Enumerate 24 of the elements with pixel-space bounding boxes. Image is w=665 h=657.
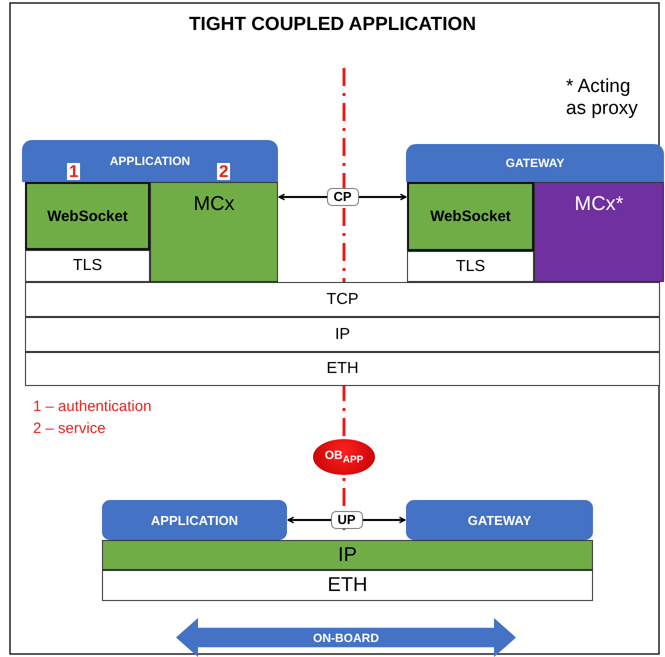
edge-label: CP <box>326 188 359 206</box>
ellipse-marker: OB$_{APP}$ <box>313 439 375 475</box>
layer-box: IP <box>25 317 660 352</box>
callout-number: 1 <box>67 163 80 180</box>
header-band: GATEWAY <box>406 144 664 182</box>
callout-number: 2 <box>217 163 230 180</box>
layer-box: ETH <box>25 352 660 386</box>
layer-box: ETH <box>102 570 593 601</box>
layer-box: MCx <box>150 182 278 282</box>
layer-box: IP <box>102 540 593 570</box>
layer-box: TLS <box>407 251 534 282</box>
layer-box: WebSocket <box>407 182 534 251</box>
legend-note: 1 – authentication <box>33 398 152 415</box>
layer-box: TLS <box>25 250 150 282</box>
edge-label: UP <box>330 511 363 529</box>
legend-note: 2 – service <box>33 420 106 437</box>
layer-box: WebSocket <box>25 182 150 250</box>
double-arrow-band: ON-BOARD <box>176 618 516 657</box>
header-band: GATEWAY <box>406 500 593 540</box>
note: * Acting as proxy <box>566 76 639 120</box>
layer-box: MCx* <box>534 182 664 282</box>
layer-box: TCP <box>25 282 660 317</box>
header-band: APPLICATION <box>102 500 287 540</box>
diagram-title: TIGHT COUPLED APPLICATION <box>188 14 478 36</box>
